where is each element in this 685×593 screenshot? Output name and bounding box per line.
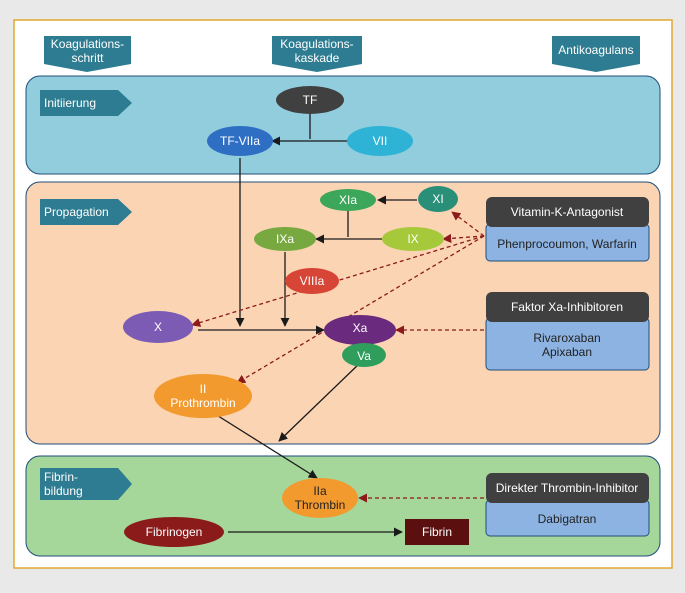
node-ixa-label: IXa — [275, 232, 295, 246]
drug-vka-body-text: Phenprocoumon, Warfarin — [497, 237, 637, 251]
node-xi-label: XI — [432, 192, 444, 206]
node-xi-shape — [418, 186, 458, 212]
node-ixa-shape — [254, 227, 316, 251]
node-vii-shape — [347, 126, 413, 156]
node-tf-shape — [276, 86, 344, 114]
header-step-label: Koagulations- schritt — [50, 37, 125, 65]
section-fibrin-label: Fibrin- bildung — [44, 470, 83, 498]
header-cascade-label: Koagulations- kaskade — [280, 37, 354, 65]
node-xia-shape — [320, 189, 376, 211]
node-thrombin-shape — [282, 478, 358, 518]
drug-vka-title: Vitamin-K-Antagonist — [510, 205, 624, 219]
node-prothrombin-shape — [154, 374, 252, 418]
node-ix-shape — [382, 227, 444, 251]
arrow-prothrombin-to-thrombin — [214, 413, 318, 479]
inhibit-vka-to-prothrombin — [236, 235, 485, 384]
drug-fxa-header — [486, 292, 649, 322]
node-ix-label: IX — [407, 232, 419, 246]
header-step-shape — [44, 36, 131, 72]
node-viiia-label: VIIIa — [299, 274, 325, 288]
node-tfviia-shape — [207, 126, 273, 156]
section-propagation-tab — [40, 199, 132, 225]
node-prothrombin-label: II Prothrombin — [170, 382, 236, 410]
node-tf-label: TF — [302, 93, 318, 107]
node-fibrinogen-shape — [124, 517, 224, 547]
section-initiation-label: Initiierung — [44, 96, 97, 110]
inhibit-vka-to-x — [191, 235, 485, 327]
node-fibrin-label: Fibrin — [421, 525, 453, 539]
node-xa-label: Xa — [352, 321, 368, 335]
node-x-label: X — [153, 320, 163, 334]
node-va-shape — [342, 343, 386, 367]
section-propagation-label: Propagation — [44, 205, 109, 219]
node-va-label: Va — [357, 349, 371, 363]
drug-fxa-body-text: Rivaroxaban Apixaban — [533, 331, 601, 359]
node-tfviia-label: TF-VIIa — [219, 134, 261, 148]
header-anticoag-label: Antikoagulans — [558, 43, 634, 57]
header-anticoag-shape — [552, 36, 640, 72]
drug-vka-header — [486, 197, 649, 227]
node-viiia-shape — [285, 268, 339, 294]
node-fibrin-shape — [405, 519, 469, 545]
section-fibrin-tab — [40, 468, 132, 500]
arrow-xa-to-thrombin — [278, 362, 361, 442]
header-cascade-shape — [272, 36, 362, 72]
node-xa-shape — [324, 315, 396, 345]
panel-initiation — [25, 75, 661, 175]
drug-fxa-title: Faktor Xa-Inhibitoren — [510, 300, 624, 314]
drug-dti-header — [486, 473, 649, 503]
node-x-shape — [123, 311, 193, 343]
node-vii-label: VII — [372, 134, 388, 148]
node-fibrinogen-label: Fibrinogen — [145, 525, 203, 539]
node-xia-label: XIa — [338, 193, 358, 207]
drug-dti-title: Direkter Thrombin-Inhibitor — [495, 481, 639, 495]
section-initiation-tab — [40, 90, 132, 116]
drug-dti-body-text: Dabigatran — [537, 512, 597, 526]
node-thrombin-label: IIa Thrombin — [294, 484, 346, 512]
